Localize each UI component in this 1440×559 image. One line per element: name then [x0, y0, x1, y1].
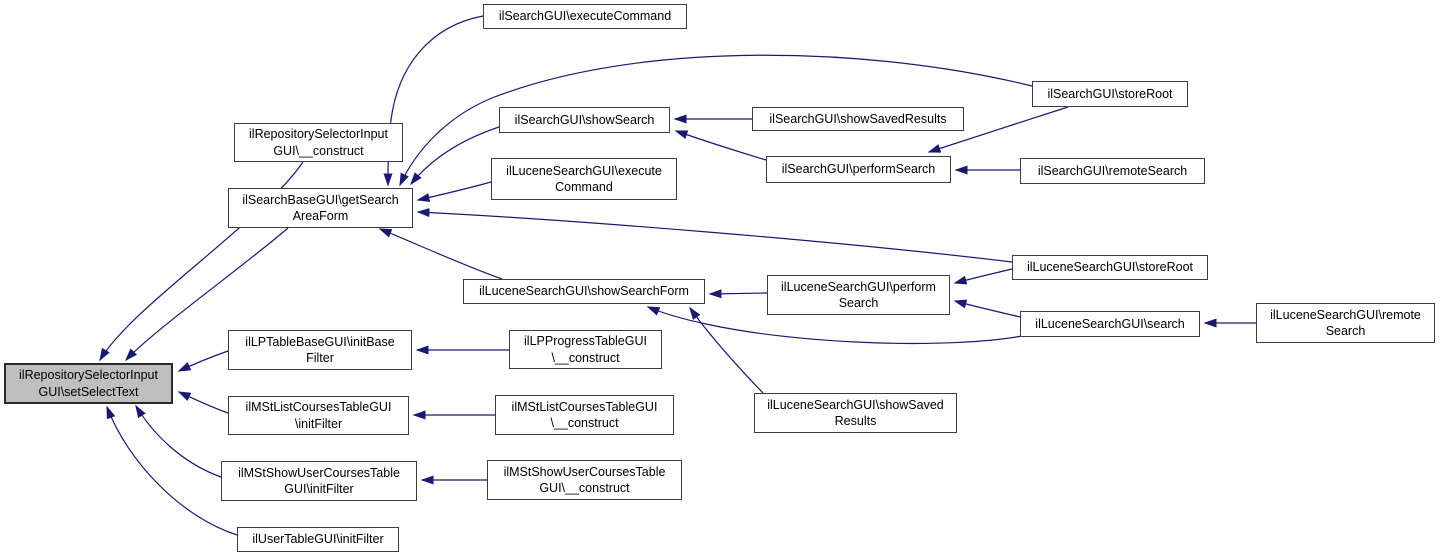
edge-sExecuteCommand-to-getSearchAreaForm	[383, 15, 484, 187]
edge-initBaseFilter-to-setSelectText	[177, 350, 229, 372]
node-label-line: Search	[838, 296, 879, 310]
node-label-line: ilLuceneSearchGUI\showSearchForm	[479, 284, 689, 299]
node-label-line: ilSearchGUI\performSearch	[781, 162, 936, 177]
node-label-line: \initFilter	[294, 416, 343, 431]
node-label-line: ilLuceneSearchGUI\perform	[781, 279, 936, 294]
node-label-line: ilMStShowUserCoursesTable	[503, 464, 666, 479]
edge-getSearchAreaForm-to-setSelectText	[124, 227, 289, 362]
graph-node-userTableInitFilter[interactable]: ilUserTableGUI\initFilter	[237, 527, 399, 552]
edge-sStoreRoot-to-getSearchAreaForm	[399, 54, 1033, 187]
node-label-line: ilLPTableBaseGUI\initBase	[245, 334, 395, 349]
graph-node-sPerformSearch[interactable]: ilSearchGUI\performSearch	[766, 156, 951, 183]
node-label-line: ilLuceneSearchGUI\search	[1035, 316, 1185, 331]
node-label-line: ilMStShowUserCoursesTable	[238, 465, 400, 480]
graph-node-sShowSavedResults[interactable]: ilSearchGUI\showSavedResults	[752, 107, 964, 131]
node-label-line: ilLuceneSearchGUI\execute	[506, 163, 662, 178]
node-label-line: AreaForm	[292, 209, 349, 223]
graph-node-lSearch[interactable]: ilLuceneSearchGUI\search	[1020, 311, 1200, 337]
graph-node-sStoreRoot[interactable]: ilSearchGUI\storeRoot	[1032, 81, 1188, 107]
node-label-line: ilLuceneSearchGUI\remote	[1270, 307, 1421, 322]
node-label-line: Results	[834, 414, 877, 428]
edge-sShowSearch-to-getSearchAreaForm	[410, 126, 500, 186]
graph-node-sShowSearch[interactable]: ilSearchGUI\showSearch	[499, 107, 670, 133]
node-label-line: ilSearchGUI\showSavedResults	[769, 111, 947, 126]
edge-lShowSearchForm-to-getSearchAreaForm	[378, 228, 503, 280]
node-label-line: Search	[1325, 324, 1366, 338]
edge-lStoreRoot-to-getSearchAreaForm	[416, 208, 1013, 263]
edge-lStoreRoot-to-lPerformSearch	[953, 268, 1013, 285]
graph-node-lStoreRoot[interactable]: ilLuceneSearchGUI\storeRoot	[1012, 255, 1208, 280]
node-label-line: ilMStListCoursesTableGUI	[245, 400, 392, 415]
edge-lSearch-to-lPerformSearch	[953, 299, 1021, 318]
node-label-line: ilSearchBaseGUI\getSearch	[242, 192, 399, 207]
graph-node-mstListInitFilter[interactable]: ilMStListCoursesTableGUI\initFilter	[228, 396, 409, 435]
edge-sPerformSearch-to-sShowSearch	[674, 130, 767, 161]
node-label-line: ilMStListCoursesTableGUI	[511, 399, 658, 414]
node-label-line: Filter	[306, 351, 334, 365]
edge-lSearch-to-lShowSearchForm	[646, 306, 1023, 345]
node-label-line: ilSearchGUI\remoteSearch	[1037, 163, 1188, 178]
node-label-line: ilSearchGUI\storeRoot	[1047, 86, 1173, 101]
node-label-line: ilLuceneSearchGUI\storeRoot	[1026, 260, 1194, 275]
node-label-line: ilSearchGUI\executeCommand	[498, 9, 672, 24]
edge-lExecuteCommand-to-getSearchAreaForm	[416, 181, 492, 202]
edge-mstShowInitFilter-to-setSelectText	[135, 404, 222, 478]
node-label-line: GUI\__construct	[273, 143, 364, 158]
graph-node-lShowSearchForm[interactable]: ilLuceneSearchGUI\showSearchForm	[463, 279, 705, 304]
node-label-line: GUI\__construct	[539, 481, 630, 495]
node-label-line: ilUserTableGUI\initFilter	[252, 532, 384, 547]
node-label-line: GUI\initFilter	[284, 482, 354, 496]
node-label-line: GUI\setSelectText	[38, 384, 139, 399]
node-label-line: ilSearchGUI\showSearch	[514, 112, 655, 127]
node-label-line: ilRepositorySelectorInput	[249, 127, 388, 142]
node-label-line: \__construct	[550, 416, 619, 430]
edge-lPerformSearch-to-lShowSearchForm	[708, 289, 768, 299]
graph-node-sExecuteCommand[interactable]: ilSearchGUI\executeCommand	[483, 4, 687, 29]
graph-node-sRemoteSearch[interactable]: ilSearchGUI\remoteSearch	[1020, 158, 1205, 184]
edge-mstListInitFilter-to-setSelectText	[177, 391, 229, 414]
edge-sStoreRoot-to-sPerformSearch	[927, 106, 1069, 153]
edge-lShowSavedResults-to-lShowSearchForm	[689, 306, 764, 394]
edge-userTableInitFilter-to-setSelectText	[106, 405, 238, 536]
graph-node-mstListConstruct[interactable]: ilMStListCoursesTableGUI \__construct	[495, 395, 674, 435]
node-label-line: \__construct	[551, 350, 620, 365]
node-label-line: ilLPProgressTableGUI	[524, 334, 647, 349]
node-label-line: ilRepositorySelectorInput	[19, 368, 158, 383]
node-label-line: Command	[555, 180, 613, 194]
node-label-line: ilLuceneSearchGUI\showSaved	[767, 397, 944, 412]
edge-construct-to-setSelectText	[99, 161, 304, 362]
graph-node-lpProgressConstruct[interactable]: ilLPProgressTableGUI\__construct	[509, 330, 662, 369]
